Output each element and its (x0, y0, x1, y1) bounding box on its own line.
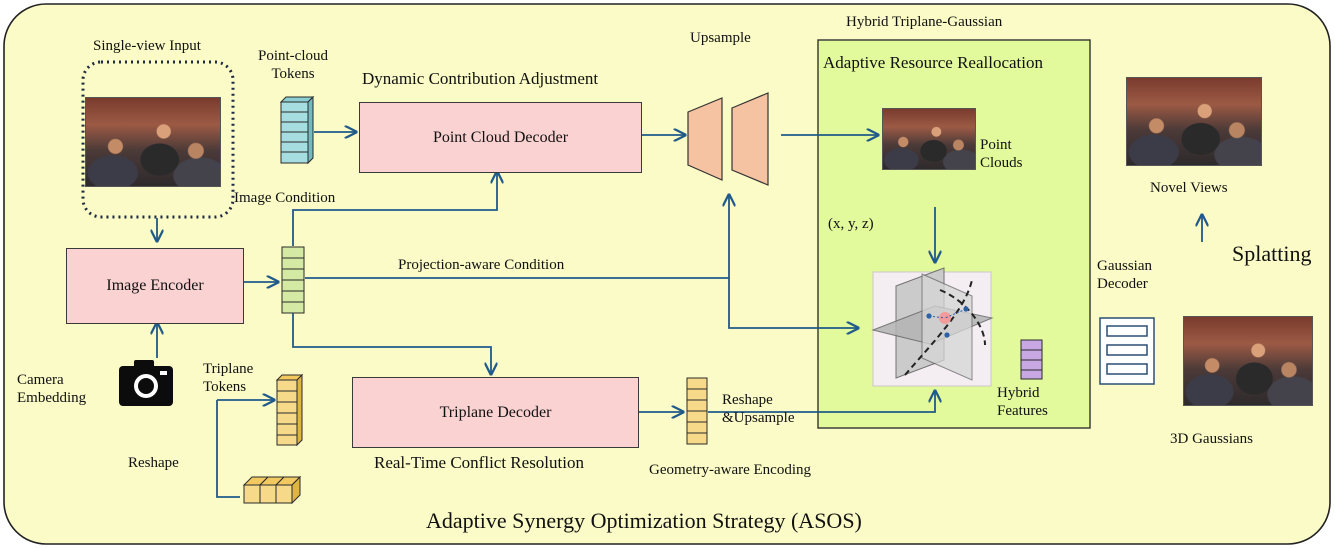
single-view-input-label: Single-view Input (93, 38, 201, 54)
3d-gaussians-image (1183, 316, 1313, 406)
upsample-shape-left (687, 97, 723, 181)
point-cloud-tokens (279, 95, 315, 165)
image-encoder-label: Image Encoder (106, 277, 204, 294)
geometry-aware-label: Geometry-aware Encoding (649, 462, 812, 478)
arrow-image-condition (292, 172, 497, 246)
asos-title: Adaptive Synergy Optimization Strategy (… (426, 508, 862, 533)
image-encoder-tokens (281, 246, 305, 314)
reshape-upsample-label: Reshape &Upsample (722, 392, 795, 426)
hybrid-features-label: Hybrid Features (997, 385, 1048, 419)
geometry-aware-tokens (686, 377, 708, 445)
novel-views-label: Novel Views (1150, 180, 1228, 196)
triplane-tokens (275, 373, 304, 447)
real-time-conflict-label: Real-Time Conflict Resolution (374, 453, 584, 472)
arrow-projection-to-hybrid (728, 278, 858, 328)
single-view-input-image (85, 97, 221, 187)
splatting-label: Splatting (1232, 241, 1312, 266)
hybrid-triplane-gaussian-label: Hybrid Triplane-Gaussian (846, 14, 1003, 30)
stacked-layers-icon (1099, 317, 1155, 385)
triplane-cubes (242, 475, 302, 505)
camera-icon (119, 360, 173, 406)
novel-views-image (1126, 77, 1262, 166)
gaussian-decoder-label: Gaussian Decoder (1097, 258, 1152, 292)
projection-aware-label: Projection-aware Condition (398, 257, 565, 273)
hybrid-triplane-graphic (871, 267, 994, 387)
arrow-reshape-to-hybrid (708, 391, 935, 413)
triplane-decoder-label: Triplane Decoder (439, 403, 552, 421)
reshape-label: Reshape (128, 455, 179, 471)
point-clouds-label: Point Clouds (980, 137, 1023, 171)
camera-embedding-label: Camera Embedding (17, 372, 87, 406)
hybrid-feature-tokens (1020, 339, 1043, 380)
arrow-tokens-to-triplane-decoder (292, 313, 491, 374)
triplane-tokens-label: Triplane Tokens (203, 361, 254, 395)
arrows (157, 132, 1202, 498)
upsample-label: Upsample (690, 30, 751, 46)
image-condition-label: Image Condition (234, 190, 336, 206)
point-clouds-image (882, 108, 976, 170)
point-cloud-decoder-box: Point Cloud Decoder (359, 102, 642, 173)
upsample-shape-right (731, 92, 769, 186)
point-cloud-decoder-label: Point Cloud Decoder (432, 128, 569, 146)
dynamic-contribution-label: Dynamic Contribution Adjustment (362, 69, 599, 88)
xyz-label: (x, y, z) (828, 216, 874, 232)
arrow-reshape-tokens (216, 400, 240, 498)
adaptive-resource-label: Adaptive Resource Reallocation (823, 53, 1043, 72)
triplane-decoder-box: Triplane Decoder (352, 377, 639, 448)
image-encoder-box: Image Encoder (66, 248, 244, 324)
3d-gaussians-label: 3D Gaussians (1170, 431, 1253, 447)
point-cloud-tokens-label: Point-cloud Tokens (258, 48, 328, 82)
